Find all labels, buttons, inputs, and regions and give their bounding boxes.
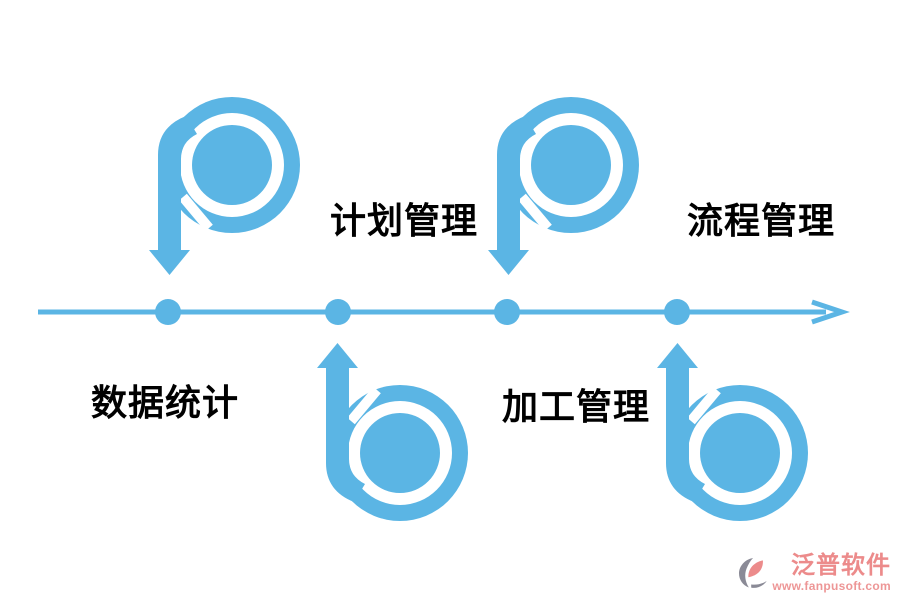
label-process-management: 流程管理 [687,200,836,241]
label-plan-management: 计划管理 [330,200,479,241]
label-processing-management: 加工管理 [502,386,651,427]
p-spiral-arrow-down-icon [150,97,306,283]
fanpu-logo-icon [739,558,767,588]
b-spiral-arrow-up-icon [658,335,814,521]
timeline-dot-1 [155,299,181,325]
watermark-brand: 泛普软件 [791,552,891,579]
timeline-dot-2 [325,299,351,325]
label-data-statistics: 数据统计 [91,382,240,423]
timeline-dot-3 [494,299,520,325]
p-spiral-arrow-down-icon [489,97,645,283]
watermark-url: www.fanpusoft.com [772,579,891,593]
timeline-arrowhead-icon [811,299,850,325]
b-spiral-arrow-up-icon [318,335,474,521]
timeline-dot-4 [664,299,690,325]
watermark: 泛普软件 www.fanpusoft.com [739,554,891,592]
